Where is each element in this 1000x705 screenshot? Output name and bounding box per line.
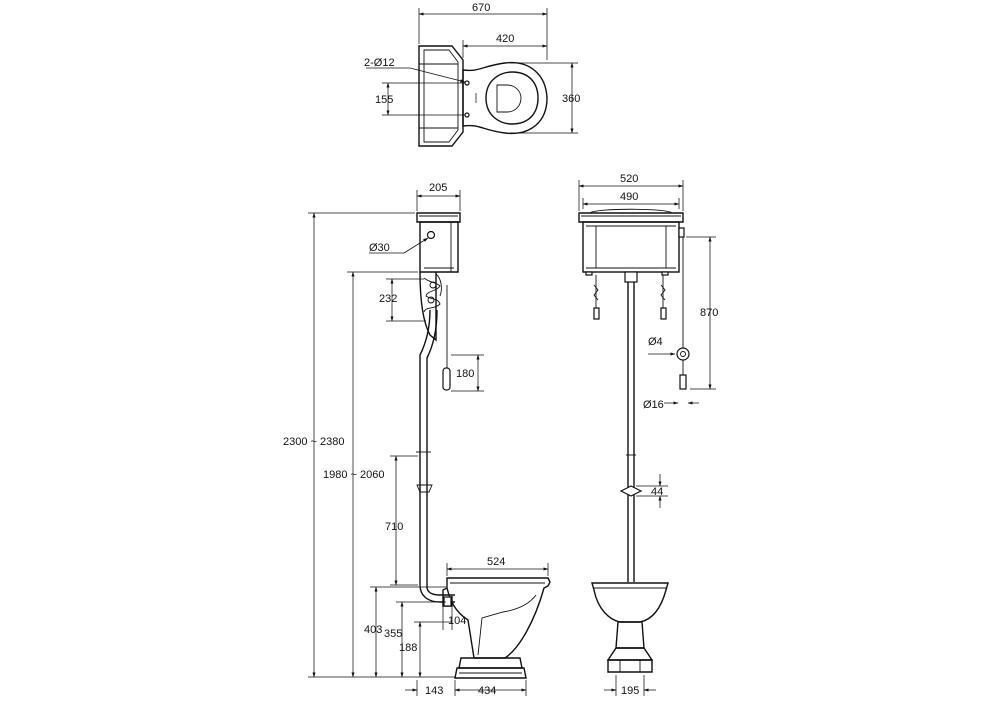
dim-front-handle: Ø16 xyxy=(643,399,664,411)
dim-front-chain: 870 xyxy=(700,307,718,319)
dim-side-hole: Ø30 xyxy=(369,242,390,254)
dim-front-cistern-width: 520 xyxy=(620,173,638,185)
dim-side-outlet: 104 xyxy=(448,615,466,627)
side-view-dimensions: 205 Ø30 232 180 2300 ~ 2380 1980 ~ 2060 … xyxy=(283,182,549,697)
dim-top-holes: 2-Ø12 xyxy=(364,57,395,69)
dim-top-depth: 360 xyxy=(562,93,580,105)
dim-side-bracket: 232 xyxy=(379,293,397,305)
side-view xyxy=(416,212,551,679)
dim-top-width: 670 xyxy=(472,2,490,14)
dim-side-total-height: 2300 ~ 2380 xyxy=(283,436,344,448)
dim-side-bowl-length: 524 xyxy=(487,556,505,568)
dim-side-pipe: 710 xyxy=(385,521,403,533)
dim-top-bowl-width: 420 xyxy=(496,33,514,45)
dim-side-403: 403 xyxy=(364,624,382,636)
top-view xyxy=(418,45,548,147)
dim-front-ring: Ø4 xyxy=(648,336,663,348)
dim-side-cistern-depth: 205 xyxy=(429,182,447,194)
dim-side-355: 355 xyxy=(384,628,402,640)
front-view-dimensions: 520 490 870 Ø4 Ø16 44 195 xyxy=(578,173,718,697)
dim-front-clamp: 44 xyxy=(651,486,663,498)
top-view-dimensions: 670 420 2-Ø12 155 360 xyxy=(364,2,580,134)
dim-side-offset: 143 xyxy=(425,685,443,697)
dim-side-handle: 180 xyxy=(456,368,474,380)
dim-side-base: 434 xyxy=(478,685,496,697)
dim-side-188: 188 xyxy=(399,642,417,654)
dim-front-cistern-inner: 490 xyxy=(620,191,638,203)
dim-front-base: 195 xyxy=(621,685,639,697)
dim-top-hole-spacing: 155 xyxy=(375,94,393,106)
front-view xyxy=(578,208,690,673)
dim-side-cistern-height: 1980 ~ 2060 xyxy=(323,469,384,481)
